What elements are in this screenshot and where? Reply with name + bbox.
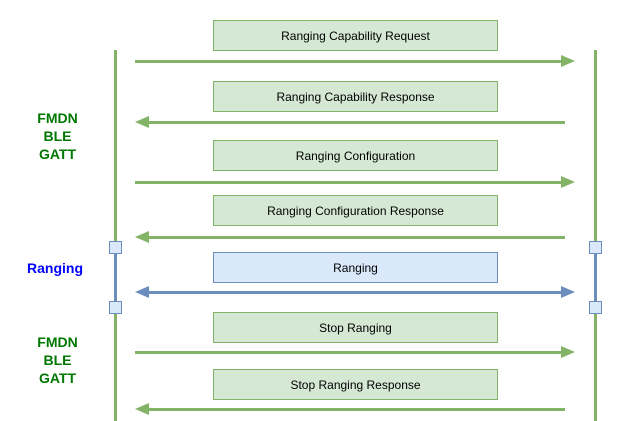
- arrow-left-stop-ranging-response: [135, 403, 565, 415]
- arrowhead-left-icon: [135, 231, 149, 243]
- message-box-stop-ranging-response: Stop Ranging Response: [213, 369, 498, 400]
- arrowhead-right-icon: [561, 176, 575, 188]
- right-lifeline-green-bottom: [593, 310, 597, 421]
- activation-marker-left-top: [108, 240, 122, 254]
- arrow-right-ranging-capability-request: [135, 55, 575, 67]
- arrowhead-left-icon: [135, 403, 149, 415]
- message-box-ranging-configuration-response: Ranging Configuration Response: [213, 195, 498, 226]
- arrow-left-ranging-capability-response: [135, 116, 565, 128]
- message-box-ranging-configuration: Ranging Configuration: [213, 140, 498, 171]
- message-box-ranging-capability-response: Ranging Capability Response: [213, 81, 498, 112]
- arrow-bidirectional-ranging: [135, 286, 575, 298]
- arrow-left-ranging-configuration-response: [135, 231, 565, 243]
- message-box-ranging: Ranging: [213, 252, 498, 283]
- arrowhead-right-icon: [561, 286, 575, 298]
- arrow-right-stop-ranging: [135, 346, 575, 358]
- phase-label-fmdn-ble-gatt-top: FMDN BLE GATT: [37, 110, 78, 162]
- left-lifeline-green-bottom: [113, 310, 117, 421]
- arrow-right-ranging-configuration: [135, 176, 575, 188]
- activation-marker-right-top: [588, 240, 602, 254]
- arrowhead-left-icon: [135, 116, 149, 128]
- phase-label-ranging: Ranging: [27, 260, 83, 276]
- activation-marker-left-bottom: [108, 300, 122, 314]
- arrowhead-right-icon: [561, 346, 575, 358]
- activation-marker-right-bottom: [588, 300, 602, 314]
- phase-label-fmdn-ble-gatt-bottom: FMDN BLE GATT: [37, 334, 78, 386]
- message-box-ranging-capability-request: Ranging Capability Request: [213, 20, 498, 51]
- right-lifeline-green-top: [593, 50, 597, 244]
- message-box-stop-ranging: Stop Ranging: [213, 312, 498, 343]
- left-lifeline-blue-middle: [113, 244, 117, 310]
- right-lifeline-blue-middle: [593, 244, 597, 310]
- arrowhead-left-icon: [135, 286, 149, 298]
- left-lifeline-green-top: [113, 50, 117, 244]
- arrowhead-right-icon: [561, 55, 575, 67]
